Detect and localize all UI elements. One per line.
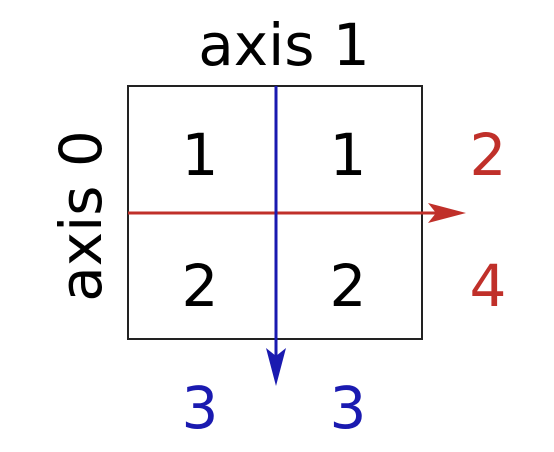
row-arrowhead-icon — [428, 203, 466, 223]
row-sum-1: 4 — [470, 252, 507, 320]
col-arrowhead-icon — [266, 348, 286, 386]
axis-1-label: axis 1 — [198, 11, 370, 79]
col-sum-0: 3 — [182, 374, 219, 442]
axis-0-label: axis 0 — [47, 130, 115, 302]
cell-0-0: 1 — [182, 121, 219, 189]
cell-1-0: 2 — [182, 252, 219, 320]
cell-1-1: 2 — [330, 252, 367, 320]
col-sum-1: 3 — [330, 374, 367, 442]
row-sum-0: 2 — [470, 121, 507, 189]
col-arrow — [266, 86, 286, 386]
row-arrow — [128, 203, 466, 223]
cell-0-1: 1 — [330, 121, 367, 189]
